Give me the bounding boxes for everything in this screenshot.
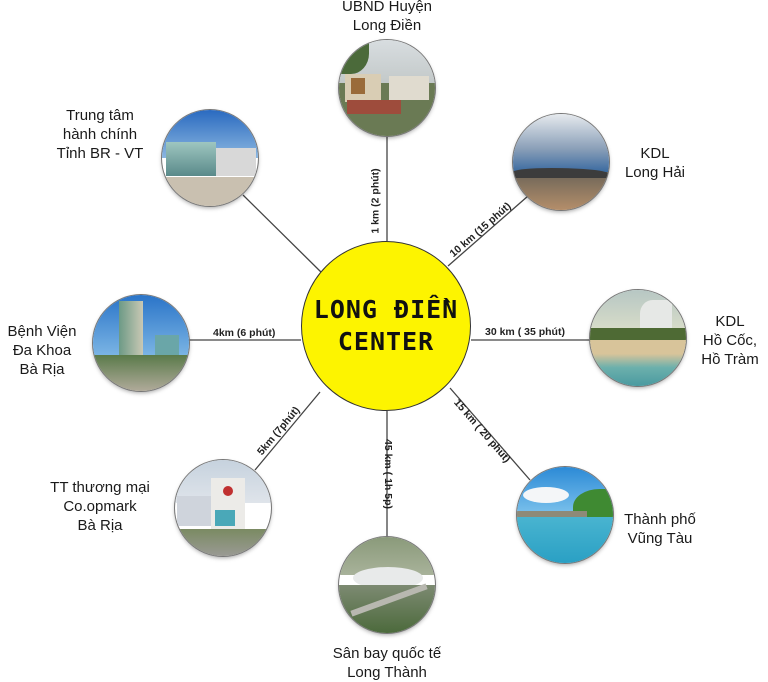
label-line: Bà Rịa [19,361,65,378]
label-vung-tau: Thành phố Vũng Tàu [610,510,710,548]
connector-coopmark [254,391,321,471]
label-line: hành chính [62,126,138,143]
label-line: Hồ Cốc, [702,332,758,349]
label-line: Co.opmark [63,498,137,515]
label-line: Đa Khoa [12,342,72,359]
photo-administrative-center [162,110,258,206]
distance-san-bay: 45 km ( 1h 5p) [382,438,395,510]
photo-hospital [93,295,189,391]
label-line: KDL [715,313,745,330]
photo-shopping-center [175,460,271,556]
distance-ubnd: 1 km (2 phút) [369,168,382,234]
label-trung-tam: Trung tâm hành chính Tỉnh BR - VT [40,106,160,163]
photo-coastal-city [517,467,613,563]
photo-beach-rocks [513,114,609,210]
label-line: Thành phố [624,511,696,528]
label-line: Sân bay quốc tế [332,645,442,662]
distance-benh-vien: 4km (6 phút) [213,327,276,339]
label-line: TT thương mại [50,479,150,496]
center-hub-long-dien: LONG ĐIỀN CENTER [301,241,471,411]
label-line: Long Thành [347,664,427,681]
distance-kdl-ho-coc: 30 km ( 35 phút) [485,326,565,338]
connector-trung-tam [242,194,326,277]
label-coopmark: TT thương mại Co.opmark Bà Rịa [40,478,160,535]
label-line: Vũng Tàu [627,530,693,547]
photo-government-building [339,40,435,136]
center-title-line2: CENTER [337,327,435,356]
photo-beach-resort [590,290,686,386]
label-line: Bà Rịa [77,517,123,534]
label-line: Long Hải [624,164,686,181]
photo-airport [339,537,435,633]
label-line: UBND Huyện [341,0,433,15]
label-ubnd: UBND Huyện Long Điền [312,0,462,35]
connector-vung-tau [449,387,531,481]
label-san-bay: Sân bay quốc tế Long Thành [312,644,462,682]
label-line: Tỉnh BR - VT [56,145,144,162]
label-benh-vien: Bệnh Viện Đa Khoa Bà Rịa [0,322,92,379]
label-line: Trung tâm [66,107,134,124]
label-line: Long Điền [352,17,422,34]
label-line: Bệnh Viện [7,323,77,340]
label-line: Hồ Tràm [701,351,759,368]
label-line: KDL [640,145,670,162]
center-title-line1: LONG ĐIỀN [313,295,459,324]
label-kdl-long-hai: KDL Long Hải [610,144,700,182]
label-kdl-ho-coc: KDL Hồ Cốc, Hồ Tràm [690,312,768,369]
